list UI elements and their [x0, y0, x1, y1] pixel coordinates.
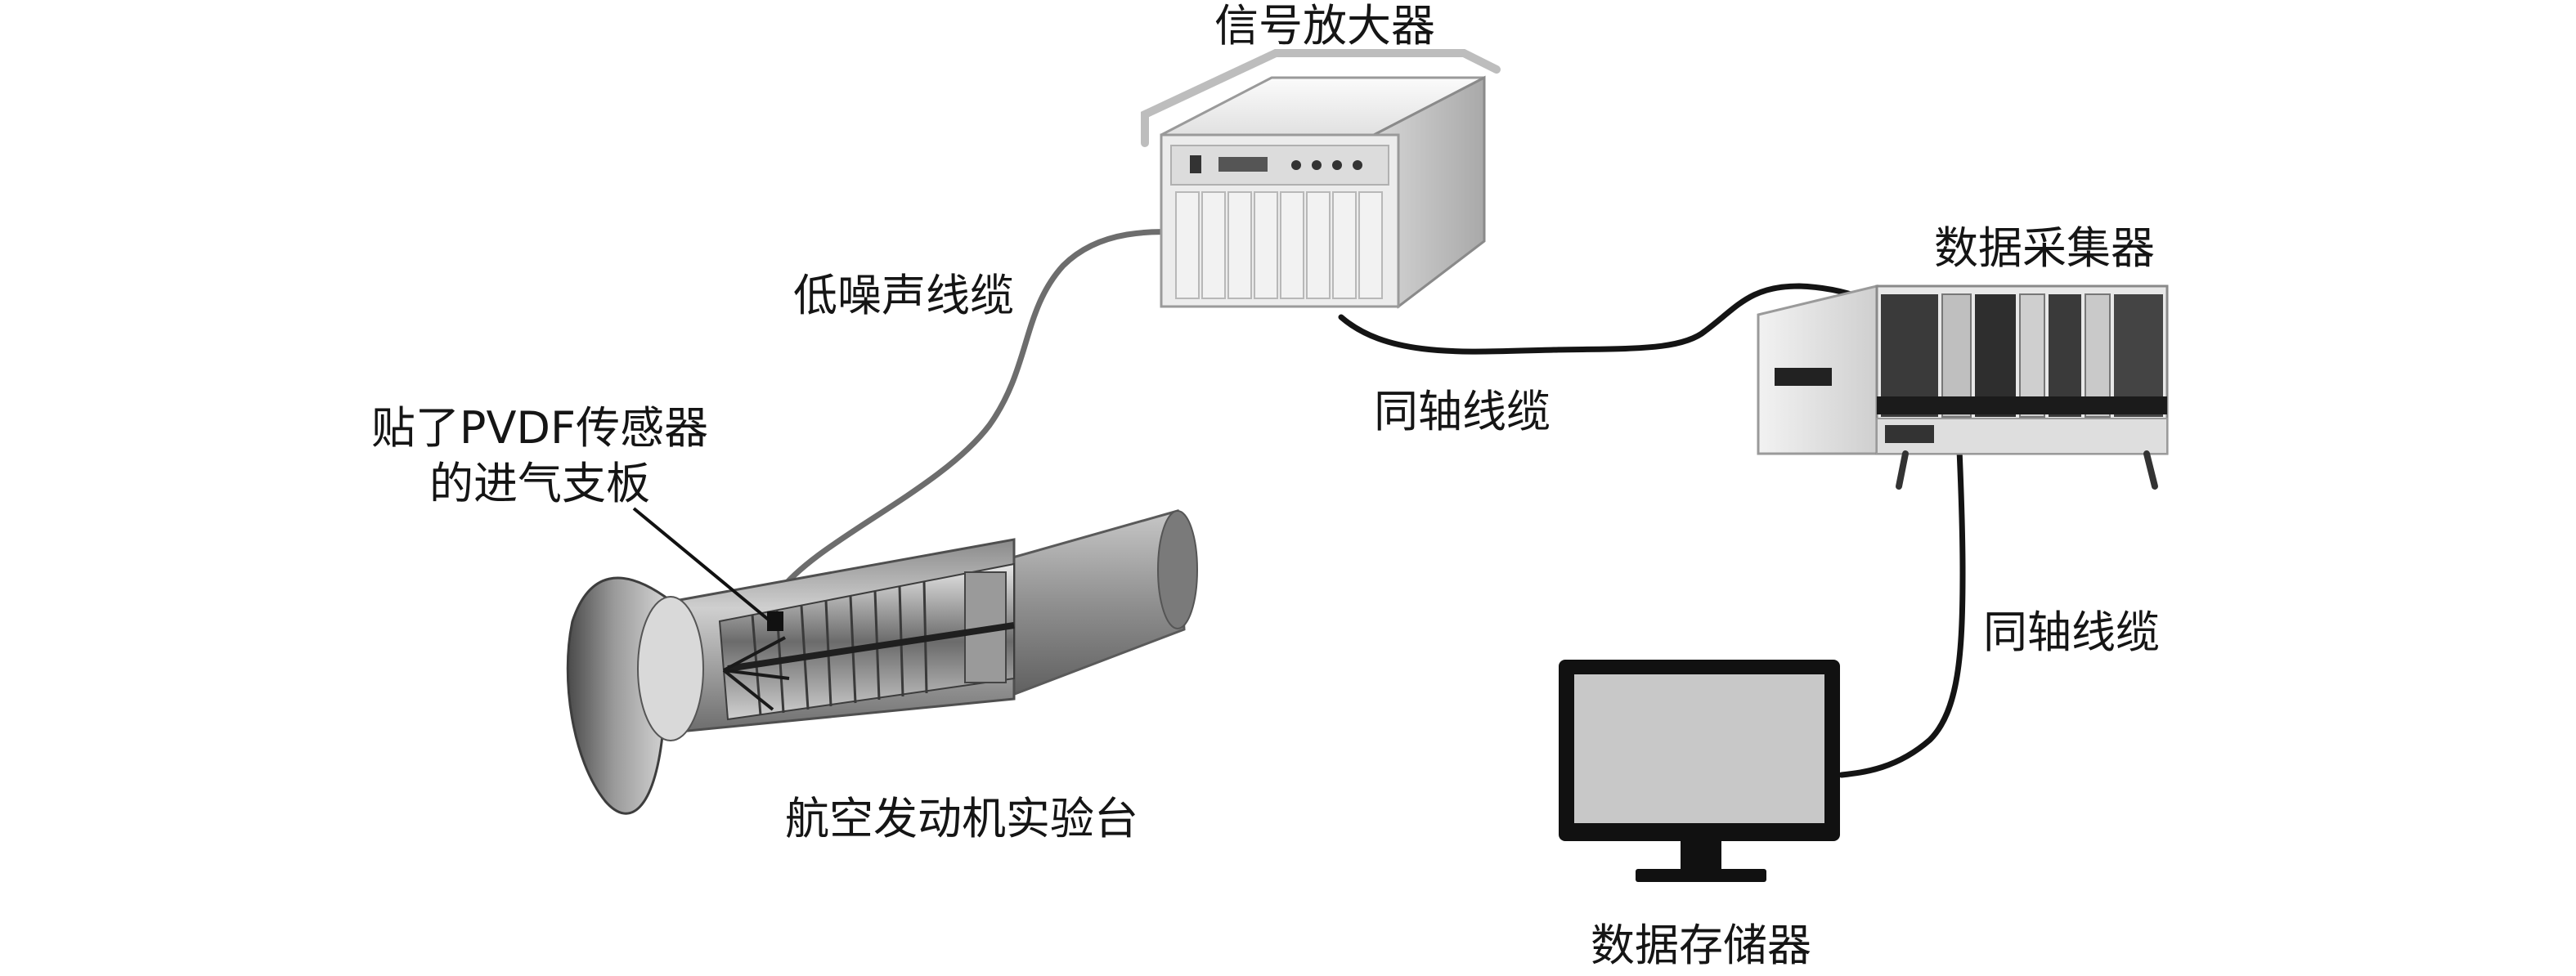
signal-amplifier [1141, 49, 1501, 309]
vane-label-line1: 贴了PVDF传感器 [370, 402, 709, 454]
vane-label-line2: 的进气支板 [429, 458, 650, 509]
monitor-icon [1559, 660, 1840, 882]
engine-label: 航空发动机实验台 [785, 793, 1138, 844]
pvdf-sensor-icon [767, 611, 783, 631]
low-noise-cable-label: 低噪声线缆 [793, 270, 1014, 321]
low-noise-cable [775, 229, 1197, 596]
vane-pointer-line [632, 507, 772, 623]
amplifier-label: 信号放大器 [1214, 0, 1435, 51]
aero-engine-rig [566, 509, 1198, 815]
storage-label: 数据存储器 [1591, 920, 1811, 971]
coax-cable-amp-daq [1338, 283, 1917, 355]
coax-cable-label-1: 同轴线缆 [1374, 386, 1551, 437]
coax-cable-label-2: 同轴线缆 [1983, 607, 2160, 658]
daq-label: 数据采集器 [1934, 222, 2155, 274]
data-acquisition-unit [1757, 284, 2169, 490]
